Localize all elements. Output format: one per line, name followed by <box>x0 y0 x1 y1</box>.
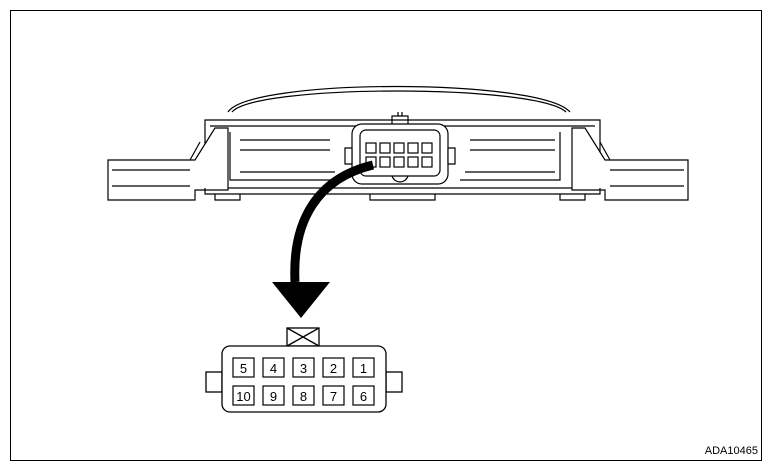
pin-2: 2 <box>322 357 345 378</box>
pin-10: 10 <box>232 385 255 406</box>
pin-9: 9 <box>262 385 285 406</box>
pin-label: 10 <box>236 389 250 404</box>
pin-5: 5 <box>232 357 255 378</box>
pin-6: 6 <box>352 385 375 406</box>
pin-7: 7 <box>322 385 345 406</box>
pin-1: 1 <box>352 357 375 378</box>
pin-label: 2 <box>330 361 337 376</box>
pin-row-bottom: 10 9 8 7 6 <box>232 385 375 406</box>
pin-4: 4 <box>262 357 285 378</box>
pointer-arrow <box>272 160 375 318</box>
pin-label: 4 <box>270 361 277 376</box>
figure-code: ADA10465 <box>704 445 758 457</box>
pin-label: 6 <box>360 389 367 404</box>
pin-label: 5 <box>240 361 247 376</box>
pin-8: 8 <box>292 385 315 406</box>
pin-3: 3 <box>292 357 315 378</box>
pin-label: 8 <box>300 389 307 404</box>
pin-label: 7 <box>330 389 337 404</box>
pin-label: 9 <box>270 389 277 404</box>
module-illustration <box>107 85 689 201</box>
pin-row-top: 5 4 3 2 1 <box>232 357 375 378</box>
pin-label: 1 <box>360 361 367 376</box>
pin-label: 3 <box>300 361 307 376</box>
